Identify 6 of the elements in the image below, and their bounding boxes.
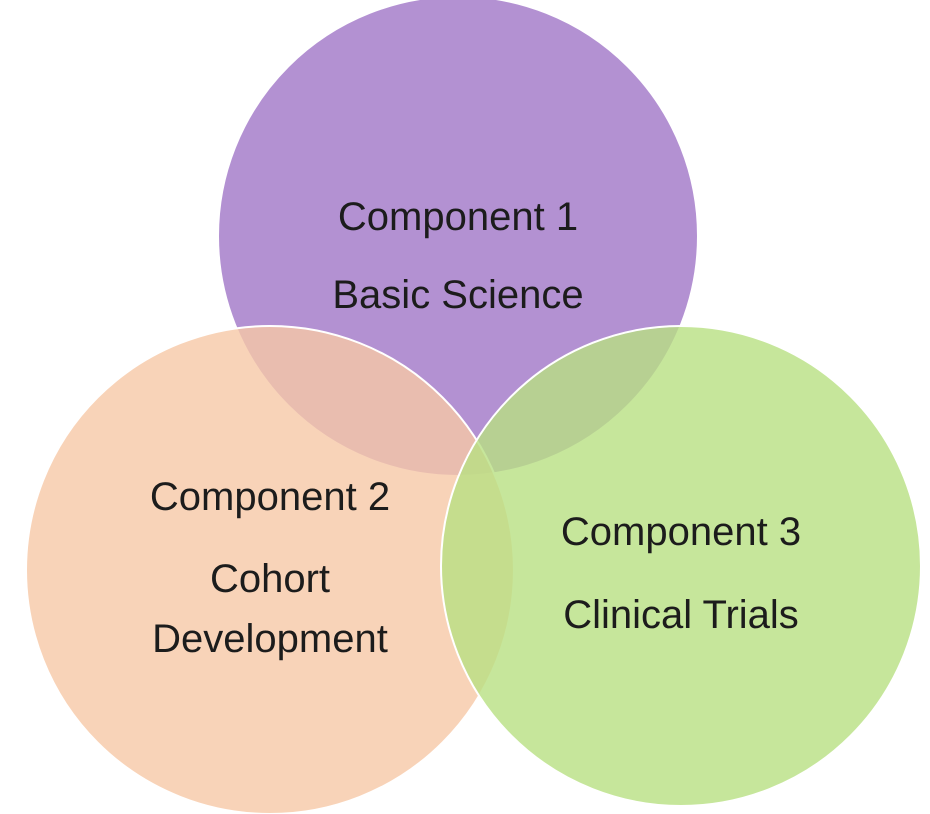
circle-label: Clinical Trials: [562, 592, 800, 639]
circle-title: Component 2: [148, 474, 392, 521]
circle-title: Component 3: [560, 509, 802, 556]
circle-title: Component 1: [336, 194, 580, 241]
circle-label: Basic Science: [331, 272, 585, 319]
circle-label: Cohort Development: [151, 556, 389, 663]
